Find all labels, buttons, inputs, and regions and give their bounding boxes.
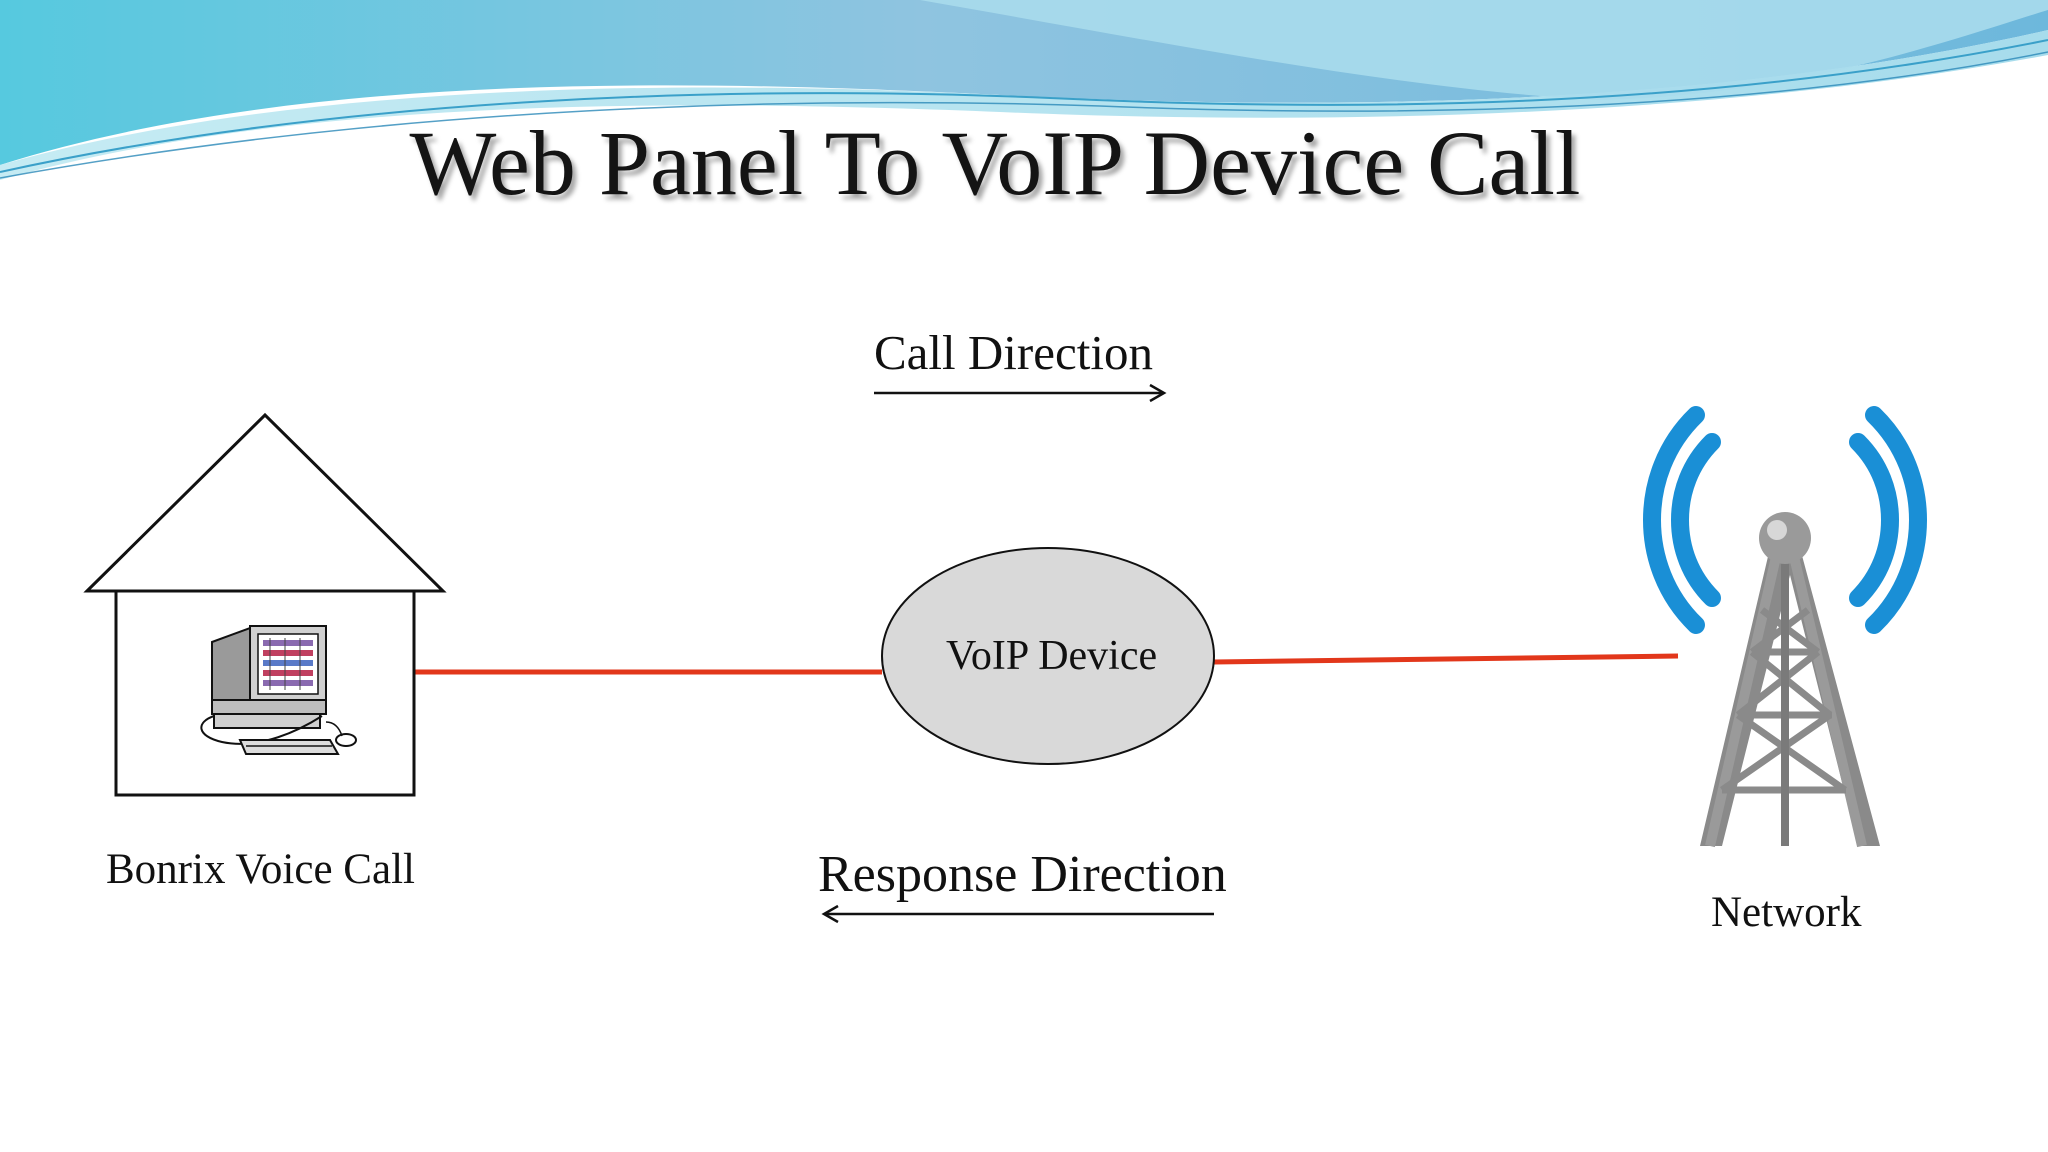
call-direction-label: Call Direction xyxy=(874,325,1153,380)
response-direction-label: Response Direction xyxy=(818,846,1227,903)
connector-right xyxy=(1213,653,1679,665)
voip-device-label: VoIP Device xyxy=(946,633,1158,679)
slide-title: Web Panel To VoIP Device Call xyxy=(409,112,1581,214)
arrow-right-icon xyxy=(874,383,1167,403)
network-label: Network xyxy=(1711,889,1862,936)
voip-device-node xyxy=(881,547,1215,765)
arrow-left-icon xyxy=(821,904,1214,924)
radio-tower-icon xyxy=(1642,406,1928,848)
header-wave-decoration xyxy=(0,0,2048,180)
bonrix-voice-call-label: Bonrix Voice Call xyxy=(106,846,415,893)
computer-icon xyxy=(200,625,357,755)
house-icon xyxy=(83,412,447,797)
